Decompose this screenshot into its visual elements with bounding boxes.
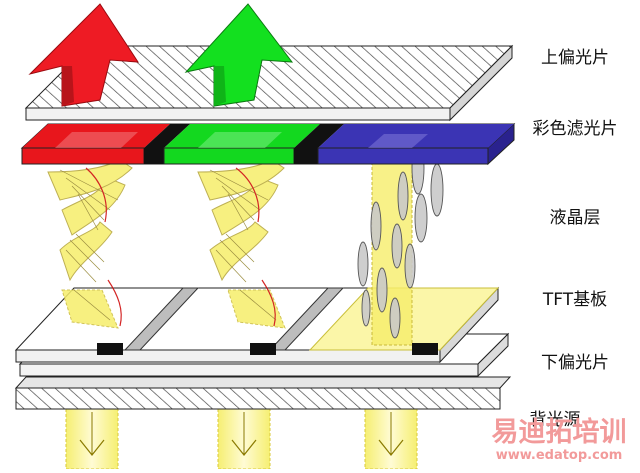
upper-polarizer-panel	[24, 44, 514, 122]
label-lower-polarizer: 下偏光片	[541, 353, 609, 373]
red-light-arrow	[28, 3, 139, 107]
watermark-brand: 易迪拓培训	[491, 417, 627, 448]
lc-twist-green	[197, 159, 286, 329]
green-light-arrow	[184, 3, 294, 107]
backlight-panel	[14, 376, 512, 410]
lc-twist-red	[47, 159, 133, 329]
label-tft-substrate: TFT基板	[542, 290, 608, 310]
label-color-filter: 彩色滤光片	[532, 119, 618, 139]
backlight-beams	[65, 404, 418, 470]
watermark: 易迪拓培训 www.edatop.com	[484, 418, 634, 468]
watermark-url: www.edatop.com	[495, 448, 623, 463]
label-backlight: 背光源	[529, 410, 581, 430]
label-liquid-crystal: 液晶层	[549, 208, 601, 228]
label-upper-polarizer: 上偏光片	[541, 48, 609, 68]
color-filter-panel	[20, 122, 516, 166]
